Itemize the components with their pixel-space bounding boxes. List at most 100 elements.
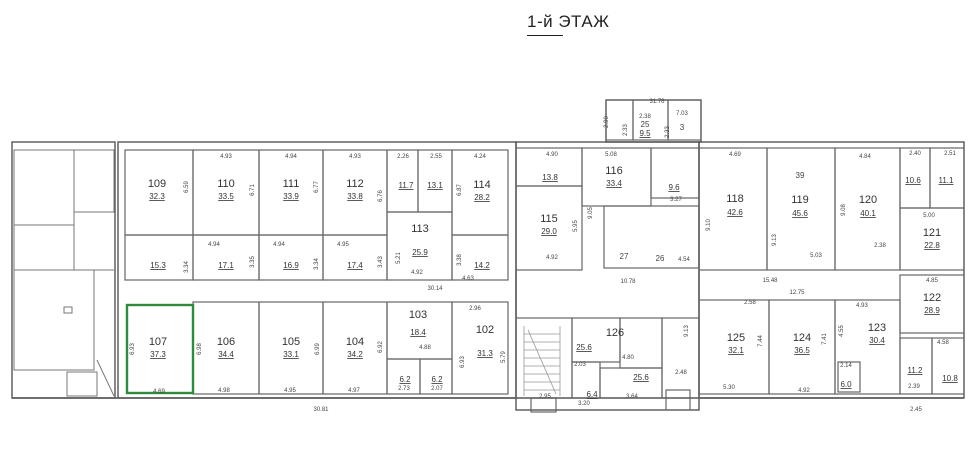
- dim: 4.95: [337, 242, 349, 248]
- dim: 6.77: [314, 181, 320, 193]
- dim: 6.93: [460, 356, 466, 368]
- dim: 4.88: [419, 345, 431, 351]
- dim: 2.95: [539, 394, 551, 400]
- room-26-number: 26: [656, 254, 665, 263]
- dim: 2.33: [623, 124, 629, 136]
- room-116-area: 33.4: [606, 179, 622, 188]
- room-124-number: 124: [793, 332, 811, 344]
- room-102-area: 31.3: [477, 349, 493, 358]
- west-lower-walls: [192, 301, 509, 395]
- room-115-number: 115: [540, 213, 558, 225]
- dim: 31.76: [649, 99, 665, 105]
- room-39-number: 39: [796, 171, 805, 180]
- dim: 9.13: [772, 234, 778, 246]
- dim: 9.05: [588, 207, 594, 219]
- room-area-9-6: 9.6: [668, 183, 680, 192]
- room-area-11-2: 11.2: [908, 366, 924, 375]
- dim: 4.92: [798, 388, 810, 394]
- dim: 9.10: [706, 219, 712, 231]
- room-115-area: 29.0: [541, 227, 557, 236]
- room-area-11-1: 11.1: [939, 176, 955, 185]
- room-area-6-4: 6.4: [586, 390, 598, 399]
- dim: 5.95: [573, 220, 579, 232]
- room-119-number: 119: [791, 194, 809, 206]
- room-102-number: 102: [476, 324, 494, 336]
- dim: 4.93: [856, 303, 868, 309]
- dim: 2.45: [910, 407, 922, 413]
- dim: 30.14: [427, 286, 443, 292]
- dim: 3.20: [578, 401, 590, 407]
- dim: 4.94: [273, 242, 285, 248]
- room-25-number: 25: [641, 120, 650, 129]
- dim: 9.13: [684, 325, 690, 337]
- dim: 2.26: [397, 154, 409, 160]
- vertical-dimension-labels: 6.59 6.71 6.77 6.76 6.87 3.34 3.35 3.34 …: [130, 116, 847, 368]
- dim: 4.92: [546, 255, 558, 261]
- dim: 4.93: [220, 154, 232, 160]
- room-120-area: 40.1: [860, 209, 876, 218]
- dim: 30.81: [313, 407, 329, 413]
- dim: 3.27: [670, 197, 682, 203]
- room-110-number: 110: [217, 178, 235, 190]
- dim: 4.58: [937, 340, 949, 346]
- dim: 7.44: [758, 335, 764, 347]
- dim: 4.97: [348, 388, 360, 394]
- room-118-number: 118: [726, 193, 744, 205]
- dim: 5.21: [396, 252, 402, 264]
- dim: 6.92: [378, 341, 384, 353]
- room-area-16-9: 16.9: [283, 261, 299, 270]
- room-area-13-8: 13.8: [542, 173, 558, 182]
- room-103-number: 103: [409, 309, 427, 321]
- dim: 4.55: [839, 325, 845, 337]
- dim: 12.75: [789, 290, 805, 296]
- stair-lines: [523, 326, 561, 396]
- dim: 3.34: [314, 258, 320, 270]
- dim: 4.94: [285, 154, 297, 160]
- dim: 3.35: [250, 256, 256, 268]
- dimension-labels: 4.93 4.94 4.93 2.26 2.55 4.24 30.14 4.94…: [153, 99, 956, 413]
- dim: 3.34: [184, 261, 190, 273]
- dim: 3.38: [457, 254, 463, 266]
- dim: 2.96: [469, 306, 481, 312]
- dim: 2.55: [430, 154, 442, 160]
- dim: 4.69: [729, 152, 741, 158]
- room-105-number: 105: [282, 336, 300, 348]
- room-area-6-0: 6.0: [840, 380, 852, 389]
- room-labels: 109 32.3 110 33.5 111 33.9 112 33.8 114 …: [148, 120, 959, 399]
- dim: 4.92: [411, 270, 423, 276]
- dim: 2.07: [431, 386, 443, 392]
- dim: 2.73: [398, 386, 410, 392]
- room-103-area: 18.4: [410, 328, 426, 337]
- room-105-area: 33.1: [283, 350, 299, 359]
- central-block-walls: [515, 99, 702, 413]
- dim: 5.79: [501, 351, 507, 363]
- dim: 7.03: [676, 111, 688, 117]
- room-area-11-7: 11.7: [399, 181, 415, 190]
- room-area-17-1: 17.1: [218, 261, 234, 270]
- room-118-area: 42.6: [727, 208, 743, 217]
- dim: 4.85: [926, 278, 938, 284]
- room-111-area: 33.9: [283, 192, 299, 201]
- room-125-number: 125: [727, 332, 745, 344]
- dim: 5.08: [605, 152, 617, 158]
- dim: 2.14: [840, 363, 852, 369]
- room-112-number: 112: [346, 178, 364, 190]
- room-121-number: 121: [923, 227, 941, 239]
- room-123-area: 30.4: [869, 336, 885, 345]
- dim: 5.03: [810, 253, 822, 259]
- dim: 4.24: [474, 154, 486, 160]
- dim: 4.84: [859, 154, 871, 160]
- room-112-area: 33.8: [347, 192, 363, 201]
- room-107-highlight: [125, 303, 195, 395]
- dim: 4.93: [349, 154, 361, 160]
- title-underline: [527, 35, 563, 36]
- dim: 4.69: [153, 389, 165, 395]
- room-3-number: 3: [680, 123, 685, 132]
- dim: 7.41: [822, 333, 828, 345]
- dim: 4.95: [284, 388, 296, 394]
- room-106-number: 106: [217, 336, 235, 348]
- room-116-number: 116: [605, 165, 623, 177]
- room-109-number: 109: [148, 178, 166, 190]
- dim: 2.58: [744, 300, 756, 306]
- dim: 2.90: [604, 116, 610, 128]
